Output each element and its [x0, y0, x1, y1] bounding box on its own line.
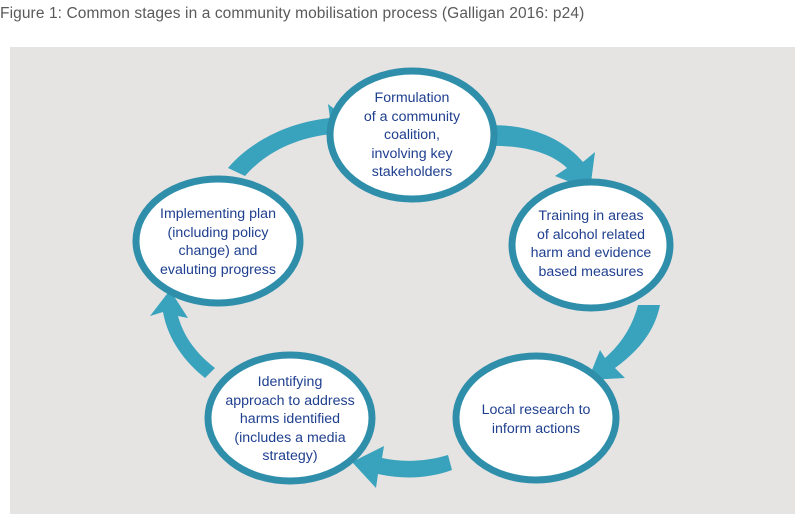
- stage-nodes: [132, 67, 674, 485]
- stage-node-formulation: [326, 67, 498, 203]
- stage-text-implementing: Implementing plan (including policy chan…: [160, 206, 276, 278]
- stage-node-implementing: [132, 175, 304, 307]
- stage-text-formulation: Formulation of a community coalition, in…: [363, 90, 461, 180]
- stage-text-local-research: Local research to inform actions: [481, 402, 591, 437]
- cycle-arrow-training-to-research: [588, 305, 660, 380]
- stage-node-local-research: [452, 352, 620, 484]
- cycle-arrows: [150, 104, 660, 488]
- cycle-arrow-identifying-to-implementing: [150, 290, 215, 378]
- figure-caption: Figure 1: Common stages in a community m…: [0, 5, 585, 22]
- cycle-arrow-formulation-to-training: [470, 125, 595, 190]
- cycle-arrow-implementing-to-formulation: [228, 104, 356, 176]
- cycle-arrow-research-to-identifying: [352, 446, 452, 488]
- stage-text-training: Training in areas of alcohol related har…: [530, 208, 652, 280]
- stage-text-identifying: Identifying approach to address harms id…: [225, 374, 355, 464]
- stage-node-identifying: [204, 351, 376, 485]
- stage-node-training: [508, 178, 674, 312]
